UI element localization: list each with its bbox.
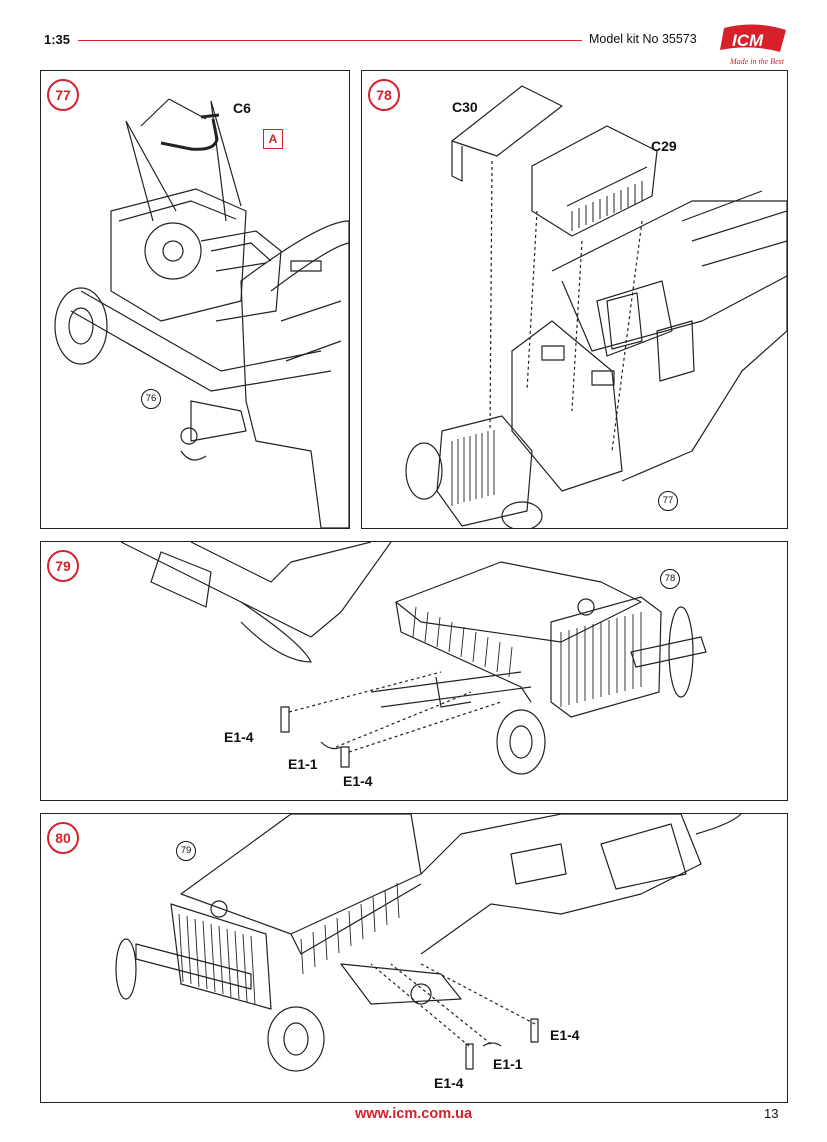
- callout-a-box: A: [263, 129, 283, 149]
- part-c30-label: C30: [452, 99, 478, 115]
- part-e1-4-label-left: E1-4: [224, 729, 254, 745]
- part-e1-1-label: E1-1: [493, 1056, 523, 1072]
- part-e1-4-label-lower: E1-4: [434, 1075, 464, 1091]
- kit-number: Model kit No 35573: [589, 32, 697, 46]
- step-77-drawing: [54, 98, 349, 528]
- step-80-ref-79: 79: [176, 841, 196, 861]
- part-c29-label: C29: [651, 138, 677, 154]
- step-79-number: 79: [47, 550, 79, 582]
- step-77-number: 77: [47, 79, 79, 111]
- part-c6-label: C6: [233, 100, 251, 116]
- step-78-ref-77: 77: [658, 491, 678, 511]
- step-78-number: 78: [368, 79, 400, 111]
- part-e1-1-label: E1-1: [288, 756, 318, 772]
- header-rule: [78, 40, 582, 41]
- page-number: 13: [764, 1106, 779, 1121]
- step-80-drawing: [115, 814, 742, 1072]
- scale-label: 1:35: [44, 32, 71, 47]
- icm-logo: ICM Made in the Best: [716, 22, 792, 72]
- icm-logo-mark: ICM Made in the Best: [720, 24, 786, 66]
- footer-url-link[interactable]: www.icm.com.ua: [354, 1106, 473, 1122]
- svg-text:ICM: ICM: [732, 31, 764, 50]
- step-77-ref-76: 76: [141, 389, 161, 409]
- step-79-panel: 79 78 E1-4 E1-1 E1-4: [40, 541, 788, 801]
- step-79-ref-78: 78: [660, 569, 680, 589]
- step-79-drawing: [120, 542, 707, 775]
- step-77-panel: 77 C6 A 76: [40, 70, 350, 529]
- step-78-drawing: [405, 85, 787, 528]
- svg-text:Made in the Best: Made in the Best: [729, 57, 785, 66]
- step-80-panel: 80 79 E1-4 E1-1 E1-4: [40, 813, 788, 1103]
- step-78-panel: 78 C30 C29 77: [361, 70, 788, 529]
- part-e1-4-label-upper: E1-4: [550, 1027, 580, 1043]
- part-e1-4-label-right: E1-4: [343, 773, 373, 789]
- step-80-number: 80: [47, 822, 79, 854]
